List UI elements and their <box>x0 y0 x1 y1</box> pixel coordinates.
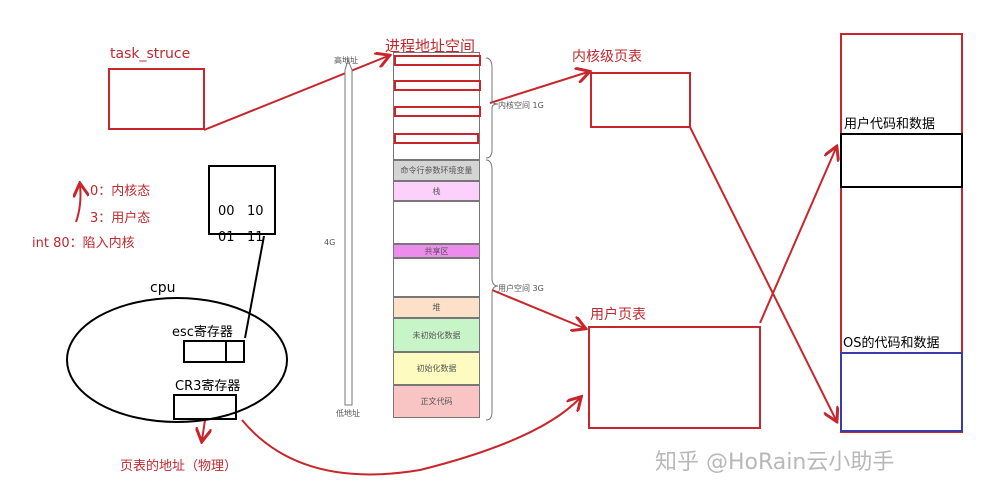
kernel-page-table-label: 内核级页表 <box>572 49 642 65</box>
user-space-label: 用户空间 3G <box>498 284 544 293</box>
bits-row: 01 11 <box>218 230 264 245</box>
user-mode-label: 3：用户态 <box>90 211 151 226</box>
task-struct-label: task_struce <box>110 46 191 62</box>
physical-memory <box>840 33 963 433</box>
watermark: 知乎 @HoRain云小助手 <box>655 450 895 475</box>
kernel-page <box>394 106 481 117</box>
int80-label: int 80：陷入内核 <box>32 236 135 251</box>
size-4g-label: 4G <box>324 238 336 247</box>
segment-args-env: 命令行参数环境变量 <box>393 160 480 181</box>
cr3-register-label: CR3寄存器 <box>175 379 241 394</box>
segment-heap: 堆 <box>393 297 480 318</box>
segment-stack: 栈 <box>393 181 480 201</box>
kernel-page <box>394 80 481 91</box>
user-page-table-box <box>588 326 761 429</box>
address-space-title: 进程地址空间 <box>385 37 476 55</box>
heap-growth-gap <box>393 258 480 297</box>
segment-data: 初始化数据 <box>393 352 480 385</box>
segment-shared: 共享区 <box>393 244 480 258</box>
user-page-table-label: 用户页表 <box>590 307 646 323</box>
bits-row: 00 10 <box>218 204 264 219</box>
os-code-data-label: OS的代码和数据 <box>843 336 940 351</box>
page-table-address-label: 页表的地址（物理） <box>120 459 238 474</box>
segment-bss: 未初始化数据 <box>393 318 480 352</box>
cpu-label: cpu <box>150 280 176 296</box>
user-code-data-block <box>840 133 963 188</box>
high-address-label: 高地址 <box>334 56 358 65</box>
stack-growth-gap <box>393 201 480 244</box>
esc-register-label: esc寄存器 <box>172 325 233 340</box>
cr3-register-box <box>173 394 237 420</box>
task-struct-box <box>108 68 205 130</box>
kernel-page-table-box <box>590 72 691 128</box>
kernel-page <box>394 133 479 144</box>
low-address-label: 低地址 <box>336 409 360 418</box>
esc-register-box <box>183 340 245 363</box>
kernel-mode-label: 0：内核态 <box>90 184 151 199</box>
os-code-data-block <box>840 352 963 432</box>
kernel-space-label: 内核空间 1G <box>498 101 544 110</box>
privilege-bits-box: 00 10 01 11 <box>208 165 276 245</box>
user-code-data-label: 用户代码和数据 <box>844 117 936 132</box>
segment-text: 正文代码 <box>393 385 480 418</box>
kernel-page <box>394 55 481 66</box>
